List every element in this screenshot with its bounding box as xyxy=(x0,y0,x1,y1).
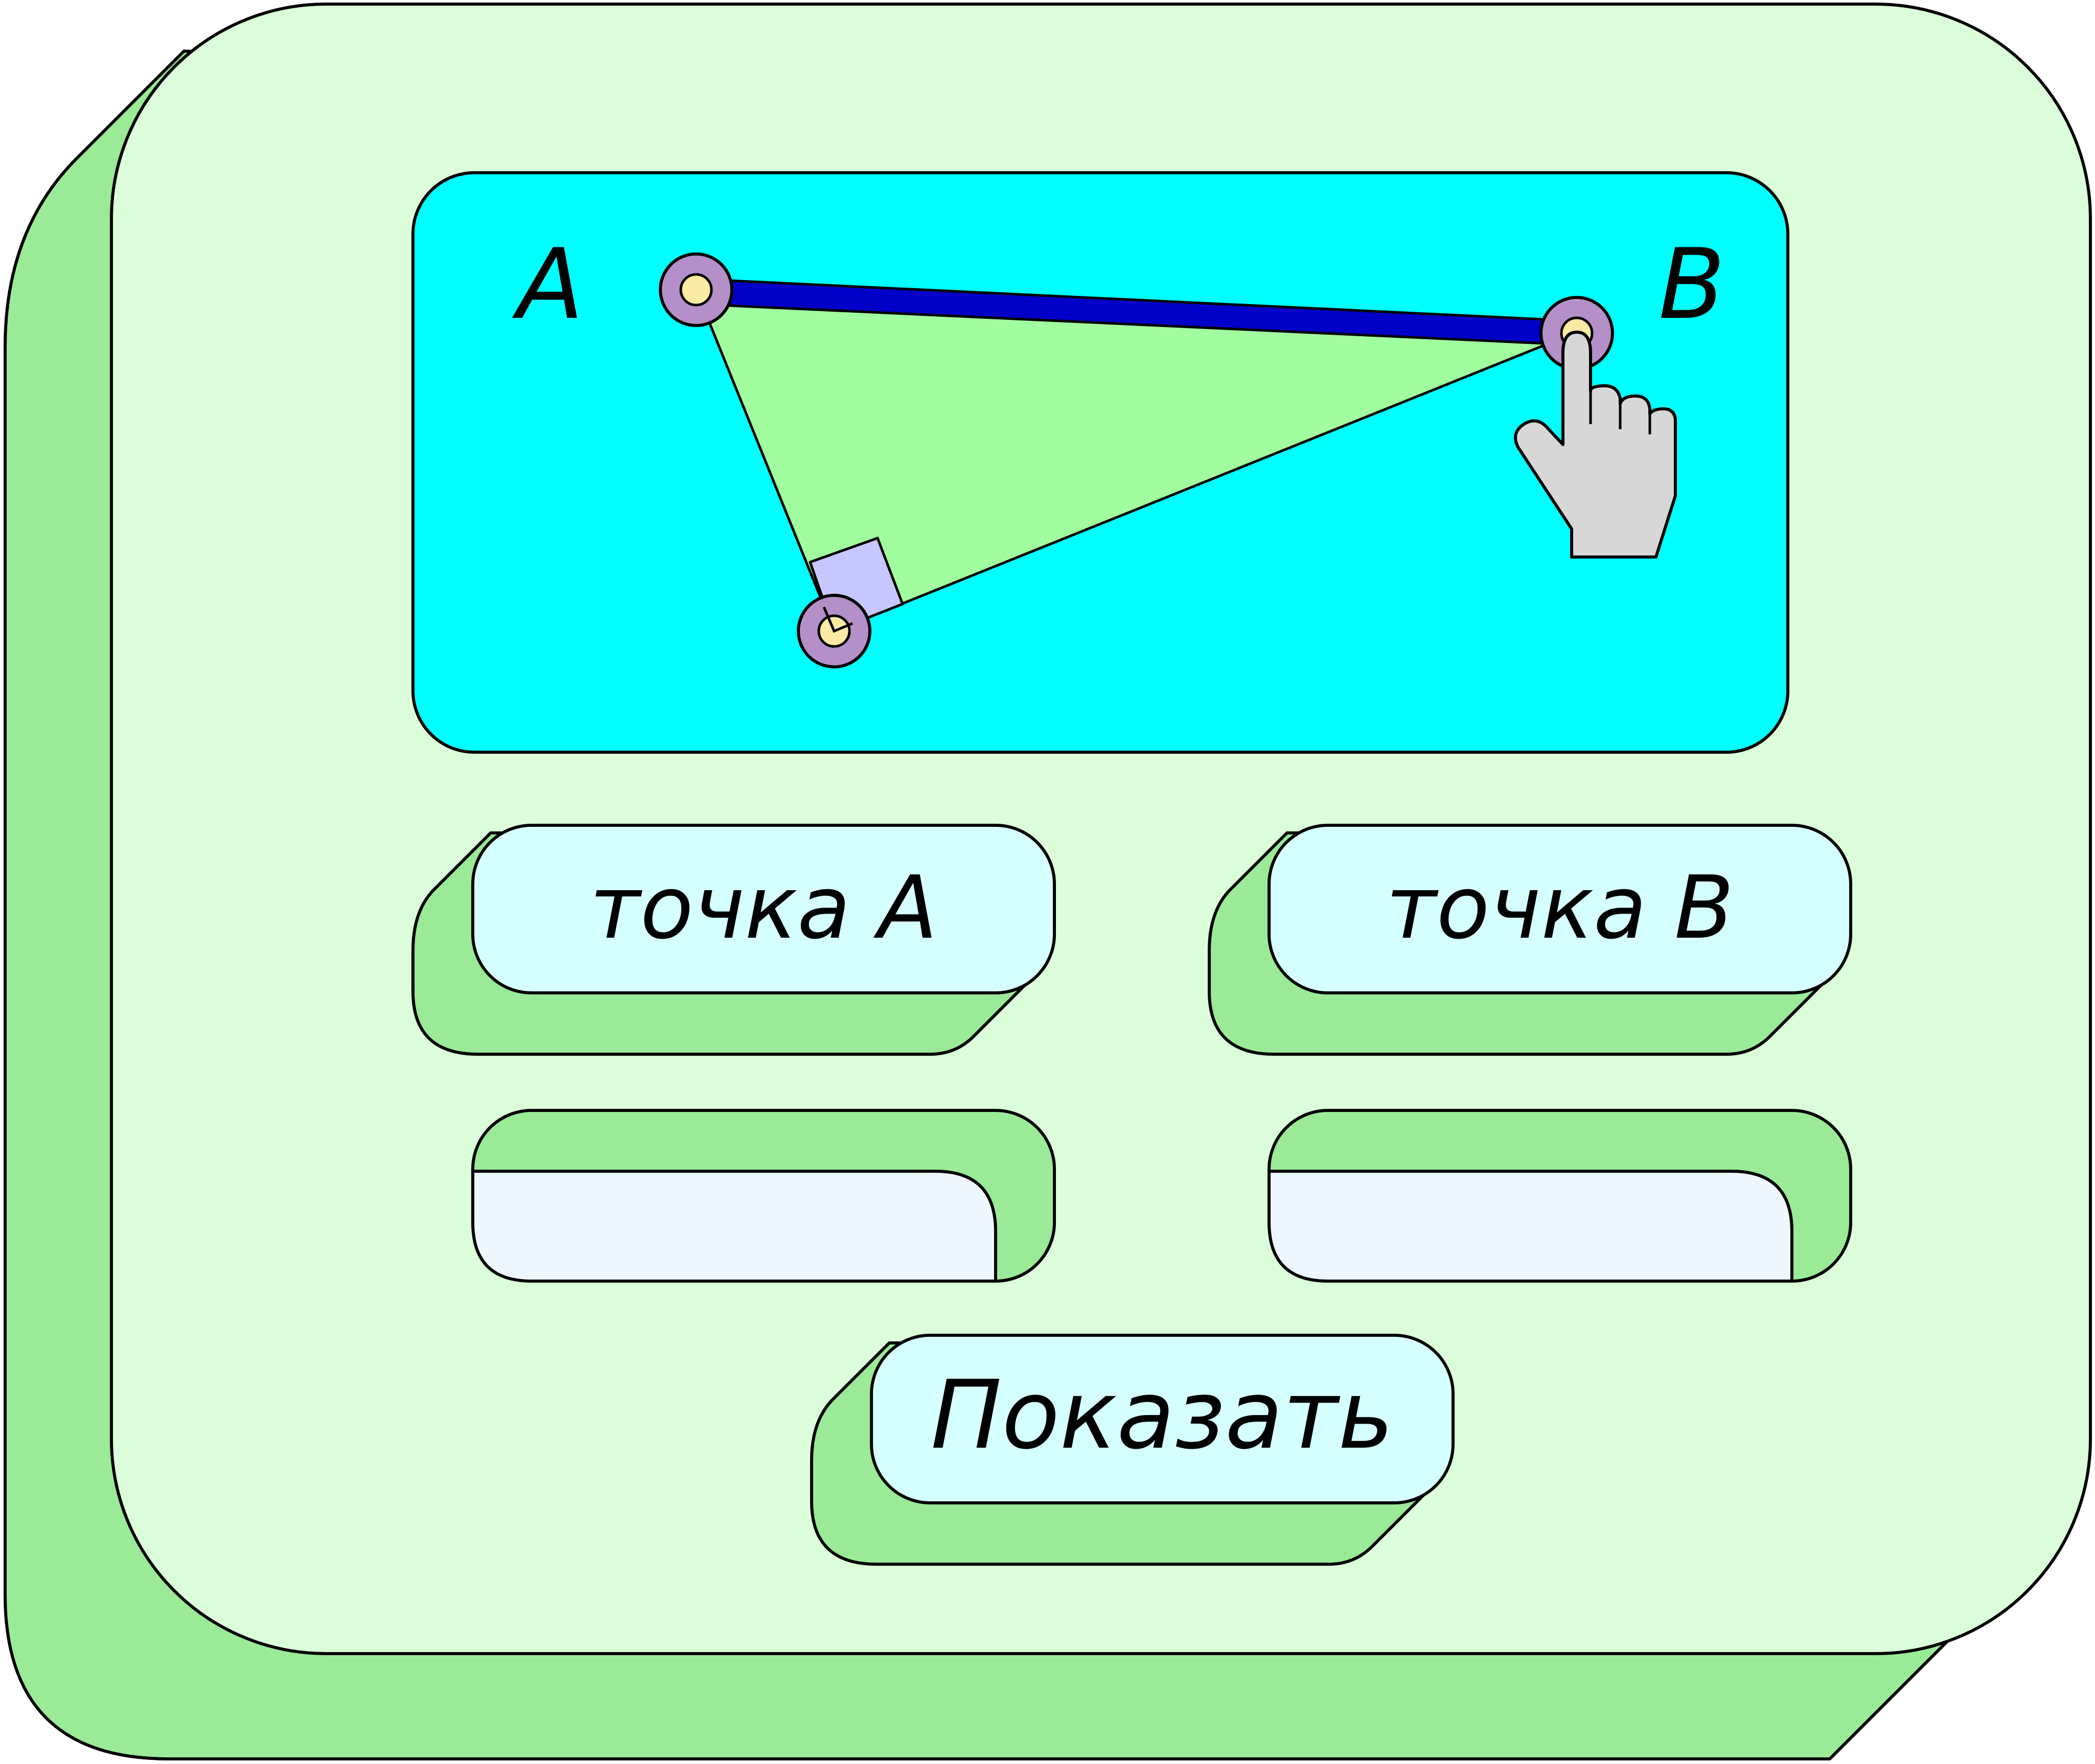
point-b-output xyxy=(1268,1109,1852,1283)
point-b-button-label: точка В xyxy=(1386,857,1734,959)
point-b-output-field xyxy=(1268,1170,1793,1283)
show-button[interactable]: Показать xyxy=(810,1334,1455,1566)
point-b-label: B xyxy=(1659,228,1725,341)
point-a-label: A xyxy=(512,228,584,341)
point-b-button-face[interactable] xyxy=(1268,824,1852,994)
show-button-label: Показать xyxy=(931,1360,1394,1470)
point-a-button-label: точка А xyxy=(590,857,938,959)
point-a-core[interactable] xyxy=(679,273,713,307)
point-b-button[interactable]: точка В xyxy=(1208,824,1852,1056)
point-c-angle-tick xyxy=(822,607,853,633)
point-a-output xyxy=(471,1109,1056,1283)
point-a-button[interactable]: точка А xyxy=(411,824,1056,1056)
point-c-handle[interactable] xyxy=(797,594,871,668)
show-button-face[interactable] xyxy=(870,1334,1455,1504)
geometry-canvas[interactable]: A B xyxy=(411,171,1789,754)
point-a-output-field xyxy=(471,1170,997,1283)
point-a-handle[interactable] xyxy=(659,252,733,327)
point-a-button-face[interactable] xyxy=(471,824,1056,994)
pointing-hand-icon xyxy=(1514,331,1677,559)
